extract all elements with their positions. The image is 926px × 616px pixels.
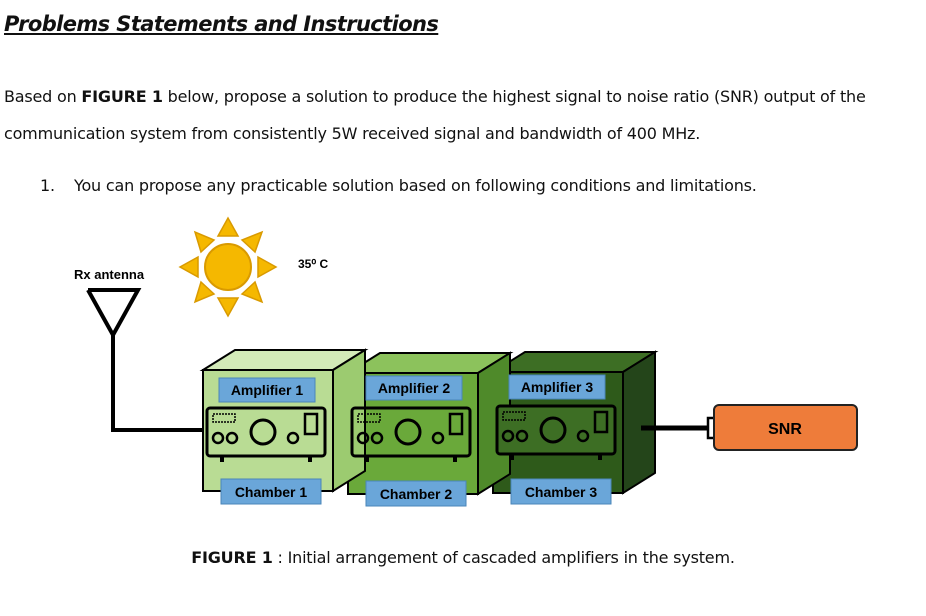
amplifier-1-device-icon (205, 406, 327, 462)
figure-caption: FIGURE 1 : Initial arrangement of cascad… (0, 548, 926, 567)
chamber-1 (199, 348, 369, 493)
amplifier-2-label-box (365, 375, 463, 401)
amplifier-3-label-box (508, 374, 606, 400)
chamber-1-label-box (220, 478, 322, 505)
snr-box (713, 404, 858, 451)
amplifier-3-device-icon (495, 404, 617, 460)
chamber-1-label: Chamber 1 (235, 484, 308, 500)
amplifier-1-label-box (218, 377, 316, 403)
chamber-3-label: Chamber 3 (525, 484, 598, 500)
intro-text-pre: Based on (4, 87, 82, 106)
antenna-icon (86, 288, 207, 432)
list-item-number: 1. (40, 176, 55, 195)
intro-text-post: below, propose a solution to produce the… (4, 87, 866, 143)
intro-figure-ref: FIGURE 1 (81, 87, 163, 106)
antenna-label: Rx antenna (74, 267, 145, 282)
amplifier-2-device-icon (350, 406, 472, 462)
snr-label: SNR (768, 421, 802, 438)
caption-figure-ref: FIGURE 1 (191, 548, 273, 567)
page-title: Problems Statements and Instructions (4, 12, 439, 36)
list-item-text: You can propose any practicable solution… (74, 176, 757, 195)
caption-text: : Initial arrangement of cascaded amplif… (272, 548, 735, 567)
amplifier-3-label: Amplifier 3 (521, 379, 594, 395)
amplifier-1-label: Amplifier 1 (231, 382, 304, 398)
chamber-2-label: Chamber 2 (380, 486, 453, 502)
intro-paragraph: Based on FIGURE 1 below, propose a solut… (4, 78, 922, 152)
chamber-3-label-box (510, 478, 612, 505)
chamber-2-label-box (365, 480, 467, 507)
temperature-label: 35⁰ C (298, 257, 328, 271)
list-item: 1. You can propose any practicable soluti… (40, 176, 757, 195)
chamber-2 (344, 351, 514, 496)
amplifier-2-label: Amplifier 2 (378, 380, 451, 396)
sun-icon (178, 216, 278, 318)
